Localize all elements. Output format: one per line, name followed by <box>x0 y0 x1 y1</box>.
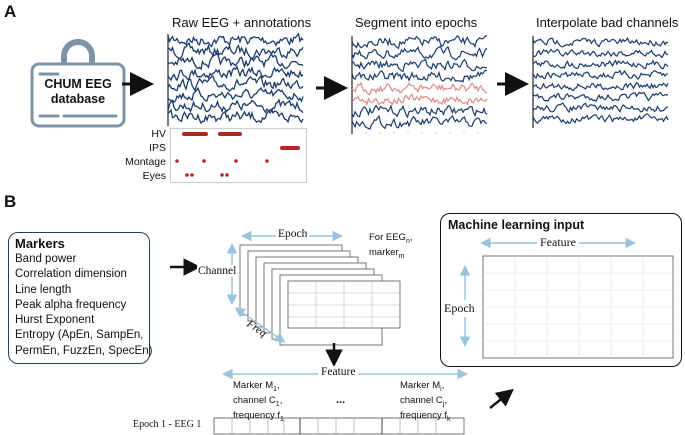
montage-marker <box>234 159 238 163</box>
eeg-trace-line <box>532 82 669 92</box>
feature-vector <box>213 417 465 435</box>
database-icon: CHUM EEG database <box>28 38 128 128</box>
ml-input-title: Machine learning input <box>448 218 585 232</box>
eeg-trace-line <box>167 98 304 114</box>
annotation-label-ips: IPS <box>149 142 166 154</box>
panel-a-arrows <box>122 72 529 100</box>
step-title-raw-eeg: Raw EEG + annotations <box>172 15 312 30</box>
database-name-line1: CHUM EEG <box>44 77 112 91</box>
eeg-trace-line <box>532 113 669 125</box>
tensor-source-caption: For EEGn, markerm <box>369 232 413 260</box>
eyes-marker <box>190 173 194 177</box>
marker-item: PermEn, FuzzEn, SpecEn) <box>15 344 153 357</box>
marker-item: Peak alpha frequency <box>15 298 127 311</box>
vector-row-label: Epoch 1 - EEG 1 <box>133 419 202 430</box>
left-frequency-sub: 1 <box>280 415 284 423</box>
marker-sub: m <box>398 252 405 260</box>
right-channel-sub: j <box>442 400 445 408</box>
marker-item: Line length <box>15 283 72 296</box>
eeg-trace-line <box>351 35 488 50</box>
eeg-trace-line <box>351 81 488 95</box>
vector-ellipsis: ... <box>336 394 346 406</box>
eeg-trace-line <box>167 52 304 71</box>
eeg-trace-line <box>167 32 304 48</box>
eeg-trace-line <box>351 57 488 73</box>
montage-marker <box>265 159 269 163</box>
eyes-marker <box>220 173 224 177</box>
eeg-trace-line <box>351 93 488 106</box>
ml-epoch-label: Epoch <box>444 300 475 317</box>
eeg-trace-line <box>532 102 669 114</box>
vector-right-caption: Marker Mi, channel Cj, frequency fk <box>400 380 451 423</box>
left-marker-sub: 1 <box>273 385 278 393</box>
interpolated-eeg-traces <box>532 36 669 128</box>
montage-marker <box>175 159 179 163</box>
eeg-trace-line <box>351 45 488 61</box>
annotation-label-montage: Montage <box>125 156 166 168</box>
tensor-freq-arrow <box>234 307 286 343</box>
eeg-trace-line <box>532 91 669 103</box>
ml-input-box: Machine learning input Feature Epoch <box>440 213 682 367</box>
eeg-trace-line <box>532 59 669 70</box>
vector-feature-label: Feature <box>318 366 359 378</box>
annotation-tracks <box>170 128 307 183</box>
eeg-trace-line <box>532 48 669 59</box>
marker-item: Band power <box>15 253 77 265</box>
right-marker-sub: i <box>440 385 442 393</box>
marker-item: Correlation dimension <box>15 268 127 281</box>
eeg-trace-line <box>351 104 488 119</box>
tensor-epoch-label: Epoch <box>276 228 310 240</box>
vector-left-caption: Marker M1, channel C1, frequency f1 <box>233 380 284 423</box>
markers-title: Markers <box>15 236 65 251</box>
for-eeg-sub: n <box>405 237 410 245</box>
tensor-channel-label: Channel <box>197 265 238 277</box>
marker-text: marker <box>369 246 399 258</box>
eyes-marker <box>225 173 229 177</box>
annotation-label-eyes: Eyes <box>142 170 166 182</box>
eeg-trace-line <box>167 74 304 92</box>
marker-item: Entropy (ApEn, SampEn, <box>15 329 144 342</box>
eyes-marker <box>185 173 189 177</box>
step-title-segment: Segment into epochs <box>355 15 478 30</box>
ml-feature-label: Feature <box>537 235 579 250</box>
left-marker-text: Marker M <box>233 380 274 391</box>
eeg-trace-line <box>167 41 304 60</box>
epoch-eeg-traces <box>351 35 488 134</box>
left-channel-text: channel C <box>233 394 276 406</box>
left-frequency-text: frequency f <box>233 409 280 421</box>
raw-eeg-traces <box>167 32 304 126</box>
markers-box: Markers Band power Correlation dimension… <box>8 232 153 364</box>
step-title-interpolate: Interpolate bad channels <box>536 15 679 30</box>
eeg-trace-line <box>351 114 488 130</box>
eeg-trace-line <box>167 86 304 104</box>
arrow-vector-to-ml <box>489 388 514 409</box>
eeg-trace-line <box>167 65 304 82</box>
right-frequency-text: frequency f <box>400 409 447 421</box>
database-name-line2: database <box>50 92 106 106</box>
eeg-trace-line <box>532 69 669 81</box>
panel-b-label: B <box>4 192 17 211</box>
marker-item: Hurst Exponent <box>15 314 95 327</box>
left-channel-sub: 1 <box>275 400 280 408</box>
for-eeg-text: For EEG <box>369 232 406 243</box>
eeg-trace-line <box>167 108 304 125</box>
right-marker-text: Marker M <box>400 380 441 391</box>
montage-marker <box>202 159 206 163</box>
right-channel-text: channel C <box>400 394 443 406</box>
panel-a-label: A <box>4 2 17 21</box>
ml-input-grid <box>459 237 674 359</box>
eeg-trace-line <box>532 36 669 48</box>
annotation-label-hv: HV <box>151 128 166 140</box>
right-frequency-sub: k <box>447 415 451 423</box>
eeg-trace-line <box>351 69 488 83</box>
